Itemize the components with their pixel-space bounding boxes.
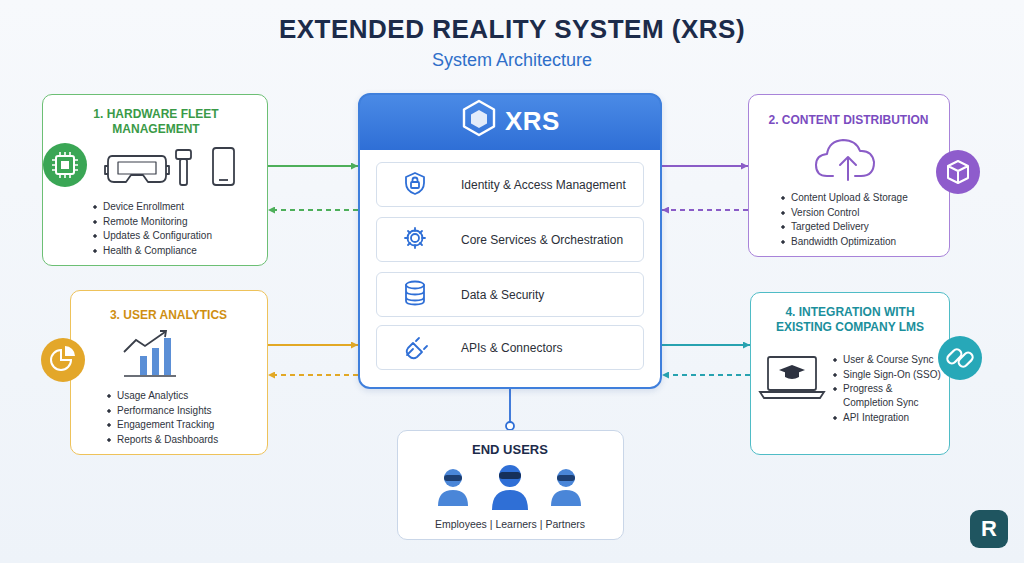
cloud-upload-icon <box>816 140 874 180</box>
bullet-item: Performance Insights <box>107 404 259 418</box>
brand-letter: R <box>970 510 1008 548</box>
xrs-logo <box>464 101 494 135</box>
bullet-item: Bandwidth Optimization <box>781 235 943 249</box>
data-flow-arrow <box>662 344 750 346</box>
bullet-item: Targeted Delivery <box>781 220 943 234</box>
bullet-item: Health & Compliance <box>93 244 265 258</box>
bullet-item: Updates & Configuration <box>93 229 265 243</box>
bullet-item: Version Control <box>781 206 943 220</box>
audience-list: Employees | Learners | Partners <box>398 517 622 531</box>
return-flow-arrow <box>268 374 358 376</box>
bullet-item: Usage Analytics <box>107 389 259 403</box>
pie-badge <box>41 338 85 382</box>
core-platform-box: XRS Identity & Access ManagementCore Serv… <box>358 93 662 389</box>
node-heading: END USERS <box>398 442 622 458</box>
bullet-item: Content Upload & Storage <box>781 191 943 205</box>
node-heading: 2. CONTENT DISTRIBUTION <box>749 113 948 128</box>
service-layer: Identity & Access Management <box>376 162 644 207</box>
chip-badge <box>43 143 87 187</box>
data-flow-arrow <box>268 165 358 167</box>
bullet-item: Engagement Tracking <box>107 418 259 432</box>
bullet-item: User & Course Sync <box>833 353 945 367</box>
diagram-title: EXTENDED REALITY SYSTEM (XRS) <box>0 13 1024 45</box>
bullet-item: Progress & Completion Sync <box>833 382 945 410</box>
return-flow-arrow <box>662 209 748 211</box>
row-icons <box>405 173 427 358</box>
node-heading: Data & Security <box>461 287 641 303</box>
subtitle: System Architecture <box>0 49 1024 71</box>
brand-badge <box>970 510 1008 548</box>
connector-dot <box>506 422 514 430</box>
service-layer: Core Services & Orchestration <box>376 217 644 262</box>
node-heading: 4. INTEGRATION WITH EXISTING COMPANY LMS <box>761 305 939 335</box>
link-badge <box>938 336 982 380</box>
node-heading: Identity & Access Management <box>461 177 641 193</box>
bullet-item: Remote Monitoring <box>93 215 265 229</box>
node-heading: Core Services & Orchestration <box>461 232 641 248</box>
laptop-icon <box>760 357 824 398</box>
data-flow-arrow <box>268 344 358 346</box>
return-flow-arrow <box>662 374 750 376</box>
bullet-item: Reports & Dashboards <box>107 433 259 447</box>
data-flow-arrow <box>662 165 748 167</box>
bullet-item: API Integration <box>833 411 945 425</box>
people-icons <box>438 465 581 510</box>
device-icons <box>105 148 234 185</box>
node-heading: 3. USER ANALYTICS <box>71 308 266 323</box>
node-heading: APIs & Connectors <box>461 340 641 356</box>
service-layer: APIs & Connectors <box>376 325 644 370</box>
node-heading: XRS <box>505 106 615 136</box>
chart-icon <box>124 331 176 376</box>
return-flow-arrow <box>268 209 358 211</box>
node-heading: 1. HARDWARE FLEET MANAGEMENT <box>73 107 239 137</box>
bullet-item: Single Sign-On (SSO) <box>833 368 945 382</box>
cube-badge <box>936 150 980 194</box>
bullet-item: Device Enrollment <box>93 200 265 214</box>
